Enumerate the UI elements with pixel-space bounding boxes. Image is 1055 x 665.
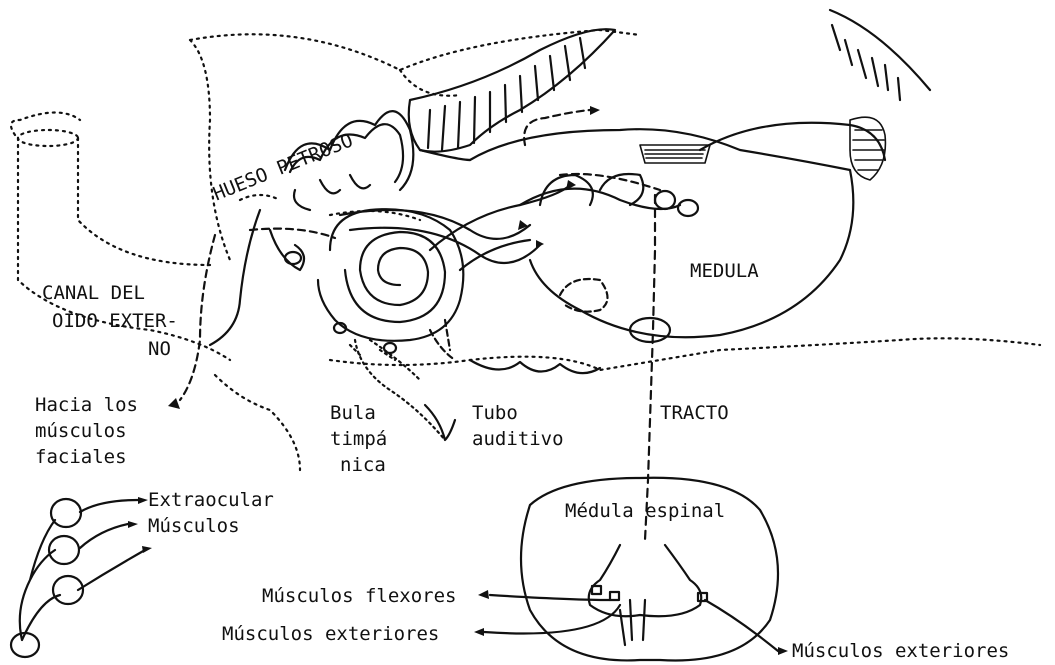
label-hacia-line1: Hacia los xyxy=(35,394,138,416)
cerebellum-outline xyxy=(409,29,615,152)
label-bula-line3: nica xyxy=(340,454,386,476)
label-hacia-line3: faciales xyxy=(35,446,127,468)
motor-neuron-2 xyxy=(610,592,619,600)
label-musculos: Músculos xyxy=(148,515,240,537)
vestibular-nucleus-2 xyxy=(678,200,698,216)
oval-window xyxy=(285,252,301,264)
label-medula-espinal: Médula espinal xyxy=(565,500,725,522)
label-tubo-line1: Tubo xyxy=(472,402,518,424)
cochlea-spiral xyxy=(345,232,445,322)
tympanic-bulla xyxy=(350,340,445,440)
bulla-dashed xyxy=(430,320,455,360)
oculomotor-chain xyxy=(20,500,145,640)
eye-nucleus-base xyxy=(11,633,39,657)
skull-floor-wave xyxy=(470,360,600,373)
pyramid-nucleus xyxy=(630,318,670,342)
pathway-dashed-upper xyxy=(524,110,590,145)
label-tubo-line2: auditivo xyxy=(472,428,564,450)
label-canal-line2: OIDO EXTER- xyxy=(52,310,178,332)
tract-descending xyxy=(645,195,655,540)
medulla-nucleus-dashed xyxy=(560,279,608,312)
label-musculos-flexores: Músculos flexores xyxy=(262,585,456,607)
facial-nerve-dashed xyxy=(180,235,215,400)
petrous-dotted xyxy=(240,195,420,220)
vestibular-nucleus xyxy=(655,191,675,209)
top-right-arc xyxy=(830,10,930,90)
eye-nucleus-1 xyxy=(51,499,81,527)
label-musculos-exteriores-left: Músculos exteriores xyxy=(222,623,439,645)
label-musculos-exteriores-right: Músculos exteriores xyxy=(792,640,1009,662)
skull-outline xyxy=(190,30,640,260)
top-right-folds xyxy=(832,25,900,100)
pathway-solid-2 xyxy=(430,185,570,270)
label-bula-line1: Bula xyxy=(330,402,376,424)
label-hacia-line2: músculos xyxy=(35,420,127,442)
pathway-dashed-mid xyxy=(250,174,660,238)
label-canal-line1: CANAL DEL xyxy=(42,282,145,304)
ear-canal-opening xyxy=(18,130,78,146)
label-tracto: TRACTO xyxy=(660,402,729,424)
striped-nucleus-1 xyxy=(640,145,710,163)
label-canal-line3: NO xyxy=(148,338,171,360)
spinal-cord-central xyxy=(620,600,645,645)
label-extraocular: Extraocular xyxy=(148,489,274,511)
label-medula: MEDULA xyxy=(690,260,759,282)
label-bula-line2: timpá xyxy=(330,428,387,450)
medulla-body xyxy=(470,129,853,337)
